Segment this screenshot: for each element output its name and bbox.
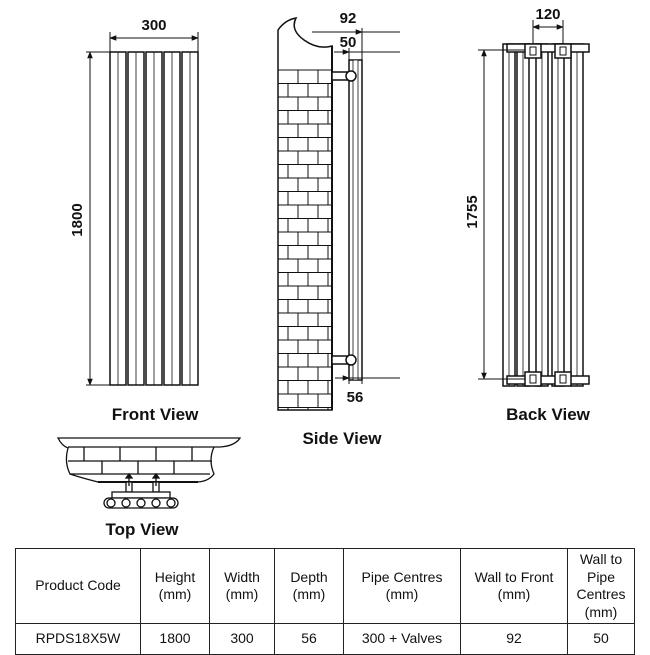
side-view-wall [277, 16, 333, 411]
front-height-label: 1800 [69, 203, 86, 236]
specification-table: Product Code Height(mm) Width(mm) Depth(… [15, 548, 635, 655]
header-wall-to-front: Wall to Front(mm) [460, 548, 568, 624]
bracket-height-label: 1755 [464, 195, 481, 228]
table-header-row: Product Code Height(mm) Width(mm) Depth(… [15, 548, 635, 624]
depth-label: 56 [347, 389, 364, 406]
back-bottom-rail [506, 375, 590, 385]
wall-to-front-label: 92 [340, 10, 357, 27]
side-view-caption: Side View [302, 429, 382, 448]
bracket-spacing-label: 120 [535, 6, 560, 23]
top-view [56, 437, 242, 509]
top-view-caption: Top View [105, 520, 179, 539]
side-view-radiator [331, 59, 363, 381]
back-view [502, 43, 590, 387]
header-pipe-centres: Pipe Centres(mm) [343, 548, 461, 624]
back-height-dimension [478, 49, 525, 380]
front-width-dimension [109, 32, 199, 52]
back-view-caption: Back View [506, 405, 591, 424]
header-product-code: Product Code [15, 548, 141, 624]
back-top-rail [506, 43, 590, 53]
front-height-dimension [86, 51, 110, 386]
header-height: Height(mm) [140, 548, 210, 624]
front-view [109, 51, 199, 386]
header-width: Width(mm) [209, 548, 275, 624]
wall-to-pipe-label: 50 [340, 34, 357, 51]
header-depth: Depth(mm) [274, 548, 344, 624]
front-width-label: 300 [141, 17, 166, 34]
technical-drawing: 300 1800 Front View 92 50 56 Side View [56, 6, 591, 539]
back-bracket-spacing-dimension [532, 20, 564, 44]
front-view-caption: Front View [112, 405, 199, 424]
side-depth-dimensions [312, 28, 400, 384]
